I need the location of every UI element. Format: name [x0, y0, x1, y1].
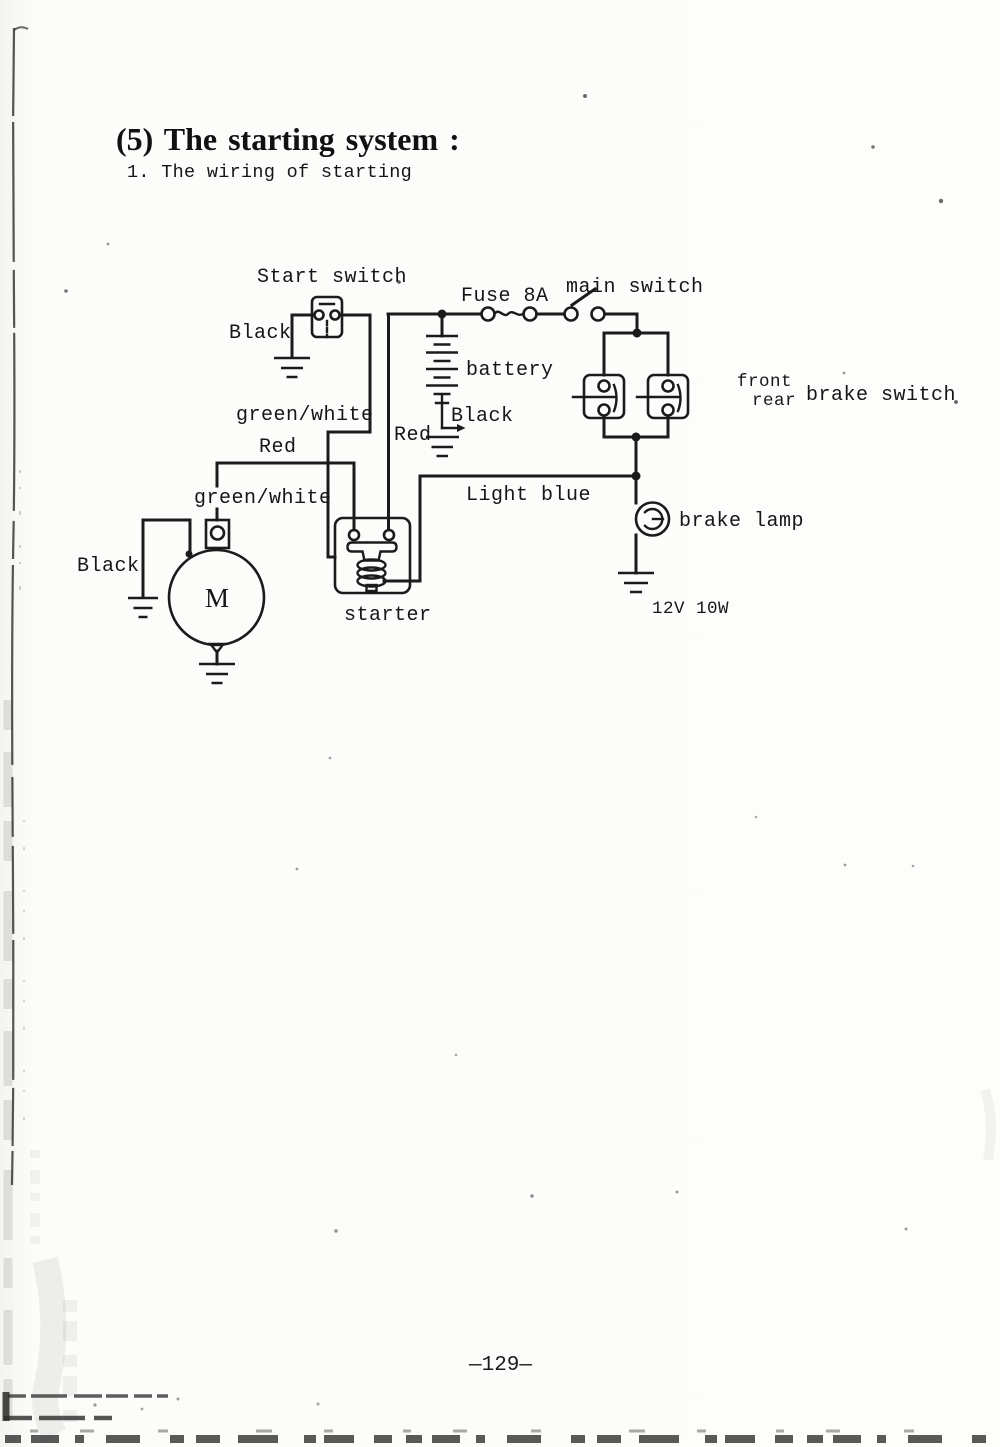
label-fuse: Fuse 8A: [461, 285, 549, 308]
page-title: (5) The starting system :: [116, 121, 460, 157]
wire-green-white-to-relay: [326, 313, 372, 559]
starter-relay-symbol: [333, 516, 412, 595]
wire-red-relay-to-motor: [215, 461, 356, 532]
junction-dot: [631, 432, 641, 442]
wire-light-blue: [382, 474, 638, 583]
scan-bottom-strip: [5, 1429, 998, 1443]
scan-bottom-corner-artifact: [2, 1392, 320, 1421]
label-battery: battery: [466, 359, 554, 382]
page-subtitle: 1. The wiring of starting: [127, 162, 412, 183]
switch-blade: [569, 286, 598, 308]
ground-icon: [618, 571, 654, 594]
label-brake-lamp: brake lamp: [679, 510, 804, 533]
motor-letter: M: [205, 583, 229, 613]
label-black-motor: Black: [77, 555, 140, 578]
brake-switch-rear-symbol: [635, 373, 690, 420]
label-green-white-lower: green/white: [194, 487, 332, 510]
scan-left-margin-speckle: [3, 700, 996, 1442]
label-red-wire: Red: [259, 436, 297, 459]
wire-brake-switch-feeds: [602, 331, 670, 377]
junction-dot: [631, 471, 641, 481]
label-light-blue: Light blue: [466, 484, 591, 507]
junction-dot: [632, 328, 642, 338]
wire-bus-right-segment: [603, 312, 639, 335]
wires: [141, 309, 670, 666]
fuse-symbol: [480, 306, 538, 322]
ground-icon: [274, 356, 310, 379]
scan-left-edge-line: [10, 26, 29, 1186]
battery-symbol: [426, 334, 466, 432]
main-switch-symbol: [563, 286, 606, 322]
label-main-switch: main switch: [566, 276, 704, 299]
ground-icon: [128, 596, 158, 619]
brake-lamp-symbol: [634, 501, 671, 537]
ground-icon: [199, 662, 235, 685]
wire-black-motor-to-ground: [141, 518, 192, 599]
label-front: front: [737, 372, 792, 392]
label-lamp-rating: 12V 10W: [652, 599, 729, 619]
wire-start-switch-to-ground: [290, 313, 314, 359]
label-starter: starter: [344, 604, 432, 627]
relay-contact-plate: [346, 541, 398, 562]
label-start-switch: Start switch: [257, 266, 407, 289]
wire-brake-switch-returns: [602, 416, 670, 505]
label-red-battery: Red: [394, 424, 432, 447]
label-rear: rear: [752, 391, 796, 411]
scan-noise-specks: [64, 94, 958, 1233]
label-black-start: Black: [229, 322, 292, 345]
motor-symbol: M: [167, 518, 266, 655]
label-black-battery: Black: [451, 405, 514, 428]
label-brake-switch: brake switch: [806, 384, 956, 407]
relay-coil: [356, 558, 387, 593]
start-switch-symbol: [310, 295, 344, 339]
junction-dot: [437, 309, 447, 319]
ground-icon: [426, 435, 459, 458]
brake-switch-front-symbol: [571, 373, 626, 420]
junction-dot: [185, 550, 193, 558]
label-green-white-upper: green/white: [236, 404, 374, 427]
page-number: —129—: [468, 1354, 532, 1377]
